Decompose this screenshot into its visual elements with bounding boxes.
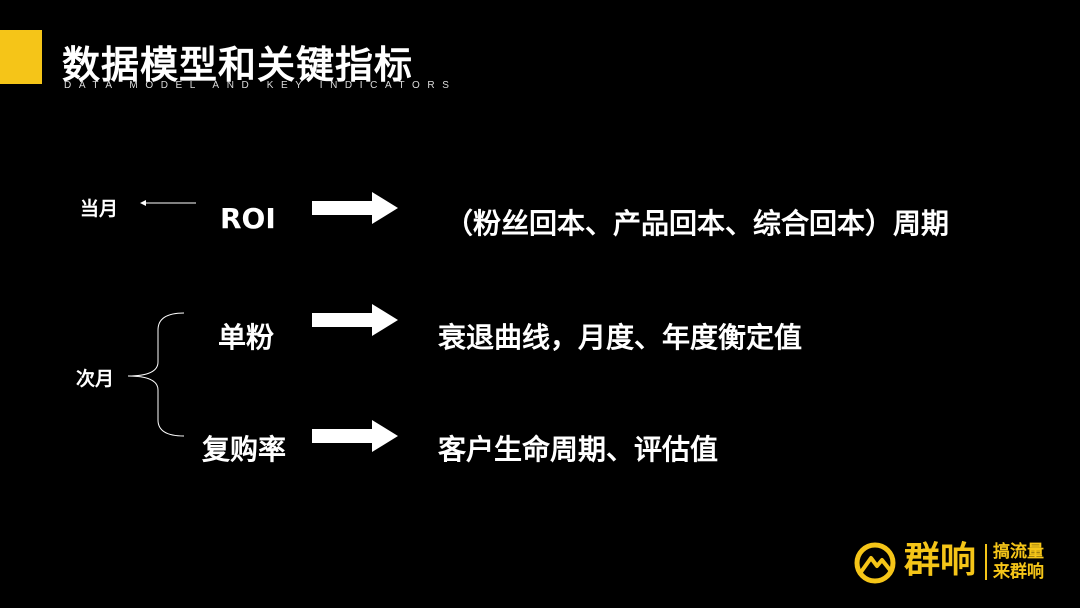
right-arrow-icon (312, 304, 398, 336)
logo-slogan-line2: 来群响 (993, 562, 1044, 582)
logo-slogan: 搞流量 来群响 (993, 542, 1053, 582)
page-subtitle: DATA MODEL AND KEY INDICATORS (64, 80, 457, 91)
logo-divider (985, 544, 987, 580)
logo-slogan-line1: 搞流量 (993, 542, 1044, 562)
right-arrow-icon (312, 192, 398, 224)
brace-icon (127, 312, 185, 437)
next-month-label: 次月 (76, 368, 115, 390)
roi-description: （粉丝回本、产品回本、综合回本）周期 (445, 207, 950, 240)
title-accent-block (0, 30, 42, 84)
metric-single-fan: 单粉 (218, 321, 275, 354)
right-arrow-icon (312, 420, 398, 452)
page-title: 数据模型和关键指标 (62, 43, 414, 87)
small-left-arrow-icon (140, 200, 196, 206)
metric-roi: ROI (220, 202, 276, 235)
repurchase-rate-description: 客户生命周期、评估值 (438, 433, 719, 466)
logo-name: 群响 (904, 540, 977, 581)
single-fan-description: 衰退曲线，月度、年度衡定值 (438, 321, 803, 354)
mountain-circle-icon (854, 542, 896, 584)
current-month-label: 当月 (80, 198, 119, 220)
metric-repurchase-rate: 复购率 (202, 433, 287, 466)
